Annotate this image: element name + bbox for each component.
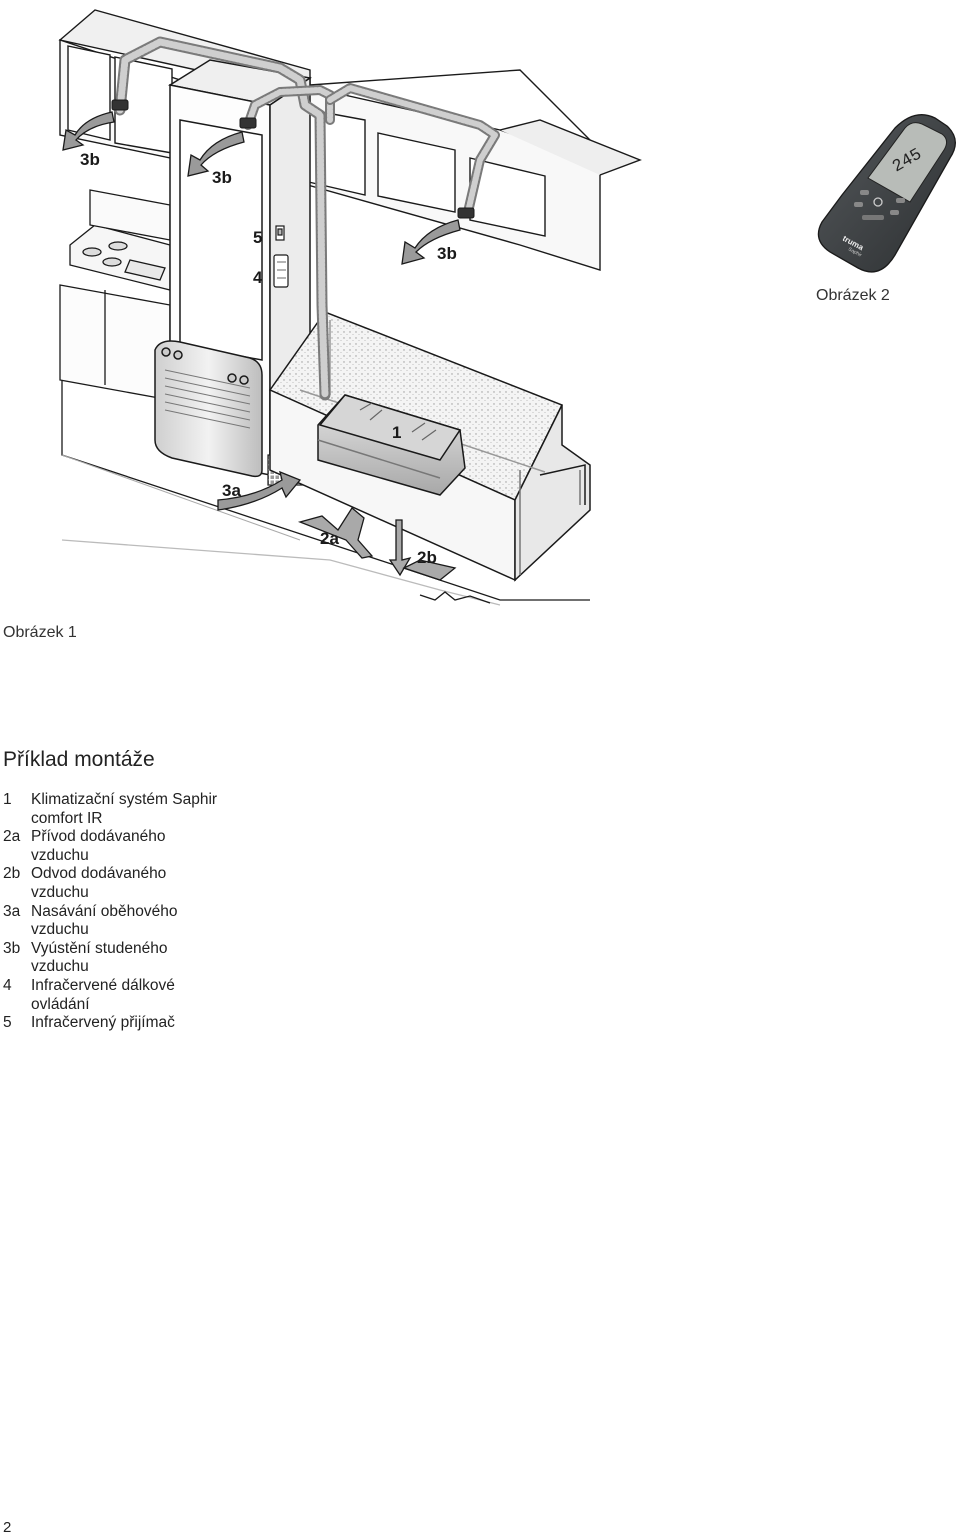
- heater: [154, 340, 263, 478]
- airflow-arrow-icon: [62, 111, 461, 581]
- power-icon: [873, 197, 883, 207]
- remote-control-icon: 245: [817, 114, 956, 273]
- callout-1: 1: [392, 423, 402, 442]
- floor: [61, 365, 590, 606]
- callout-3b-middle: 3b: [212, 168, 232, 187]
- kitchen-counter: [59, 189, 171, 401]
- air-outlets: [111, 99, 475, 219]
- page-number: 2: [3, 1519, 12, 1536]
- callout-4: 4: [253, 268, 263, 287]
- callout-3b-left: 3b: [80, 150, 100, 169]
- callout-3a: 3a: [222, 481, 241, 500]
- figure-2-caption: Obrázek 2: [816, 287, 890, 304]
- remote-holder: [273, 254, 289, 288]
- section-title: Příklad montáže: [3, 748, 155, 771]
- figure-1-caption: Obrázek 1: [3, 624, 77, 641]
- callout-5: 5: [253, 228, 263, 247]
- callout-2a: 2a: [320, 529, 339, 548]
- callout-2b: 2b: [417, 548, 437, 567]
- installation-illustration: 245 truma Saphir: [58, 9, 956, 606]
- air-conditioning-unit: [317, 394, 466, 496]
- callout-3b-right: 3b: [437, 244, 457, 263]
- air-ducts: [114, 36, 500, 401]
- ir-receiver: [275, 225, 285, 241]
